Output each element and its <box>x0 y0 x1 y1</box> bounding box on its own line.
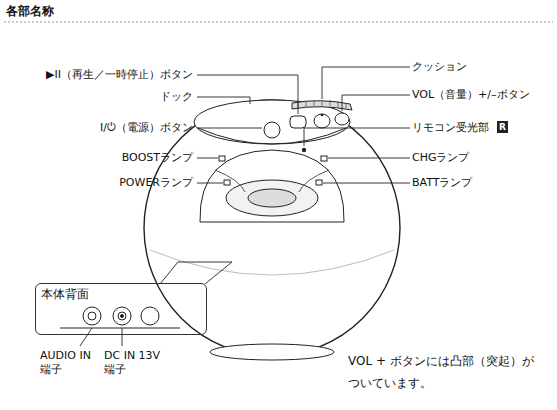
grille-opening <box>200 150 344 222</box>
page-title: 各部名称 <box>6 4 54 19</box>
driver-struts <box>215 170 329 192</box>
boost-lamp <box>219 156 225 161</box>
body-shade <box>150 250 394 275</box>
part-label: BATTランプ <box>412 176 472 190</box>
inset-heading: 本体背面 <box>36 284 206 301</box>
cushion <box>292 101 352 110</box>
part-label: I/⏻（電源）ボタン <box>100 121 193 135</box>
chg-lamp <box>321 156 327 161</box>
terminal-label: AUDIO IN 端子 <box>40 349 104 377</box>
driver <box>226 180 318 216</box>
power-lamp <box>224 180 230 185</box>
play-button <box>290 116 306 128</box>
remote-icon: R <box>497 121 508 133</box>
part-label: ドック <box>160 90 193 104</box>
part-label: ▶II（再生／一時停止）ボタン <box>46 68 193 82</box>
cushion-hatch <box>298 100 346 108</box>
driver-cone <box>248 189 296 207</box>
title-rule <box>4 22 553 23</box>
terminal-label: DC IN 13V 端子 <box>104 349 174 377</box>
vol-plus-button <box>314 114 330 128</box>
note-text: VOL + ボタンには凸部（突起）が ついています。 <box>348 350 540 394</box>
speaker-base <box>210 344 334 360</box>
speaker-body <box>144 100 400 356</box>
vol-plus-bump <box>321 114 324 117</box>
part-label: VOL（音量）+/–ボタン <box>412 88 530 102</box>
rear-jacks <box>60 307 180 328</box>
remote-sensor <box>302 148 306 152</box>
batt-lamp <box>316 180 322 185</box>
inset-box: 本体背面 <box>35 283 207 335</box>
power-button <box>264 122 280 138</box>
leader-lines <box>80 67 410 346</box>
part-label: クッション <box>412 60 467 74</box>
part-label: BOOSTランプ <box>122 151 193 165</box>
part-label: リモコン受光部 <box>412 121 489 135</box>
part-label: CHGランプ <box>412 151 469 165</box>
part-label: POWERランプ <box>119 176 193 190</box>
vol-minus-button <box>335 113 349 125</box>
